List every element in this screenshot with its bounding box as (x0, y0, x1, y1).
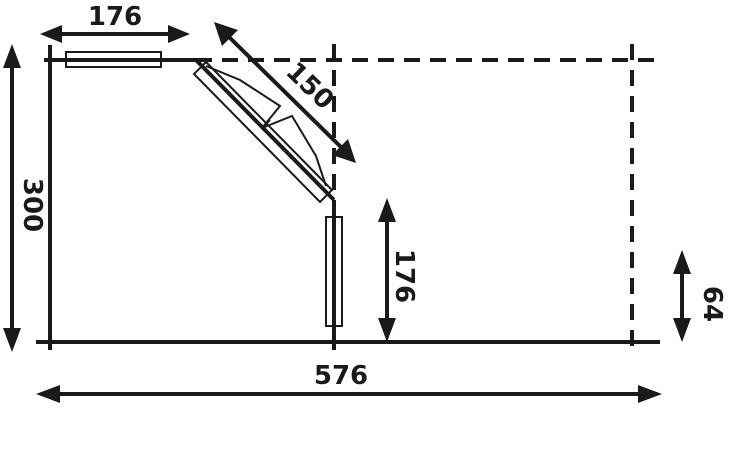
total-width-label: 576 (314, 361, 368, 391)
dimension-left-depth (3, 44, 21, 352)
middle-window (325, 216, 343, 327)
dimension-right-small (673, 250, 691, 342)
diagonal-label: 150 (280, 57, 340, 116)
left-depth-label: 300 (17, 178, 47, 232)
diagonal-door-leaf-upper (205, 65, 282, 129)
dimension-lower-middle (378, 198, 396, 342)
top-width-label: 176 (88, 2, 142, 32)
dimension-top-width (40, 25, 190, 43)
top-window (65, 51, 162, 68)
dimension-diagonal (214, 22, 356, 163)
right-small-label: 64 (697, 286, 727, 322)
diagonal-door-frame (192, 60, 334, 204)
lower-middle-label: 176 (389, 249, 419, 303)
diagonal-door-leaf-lower (261, 114, 327, 187)
diagonal-wall (192, 58, 336, 204)
dimension-total-width (36, 385, 662, 403)
